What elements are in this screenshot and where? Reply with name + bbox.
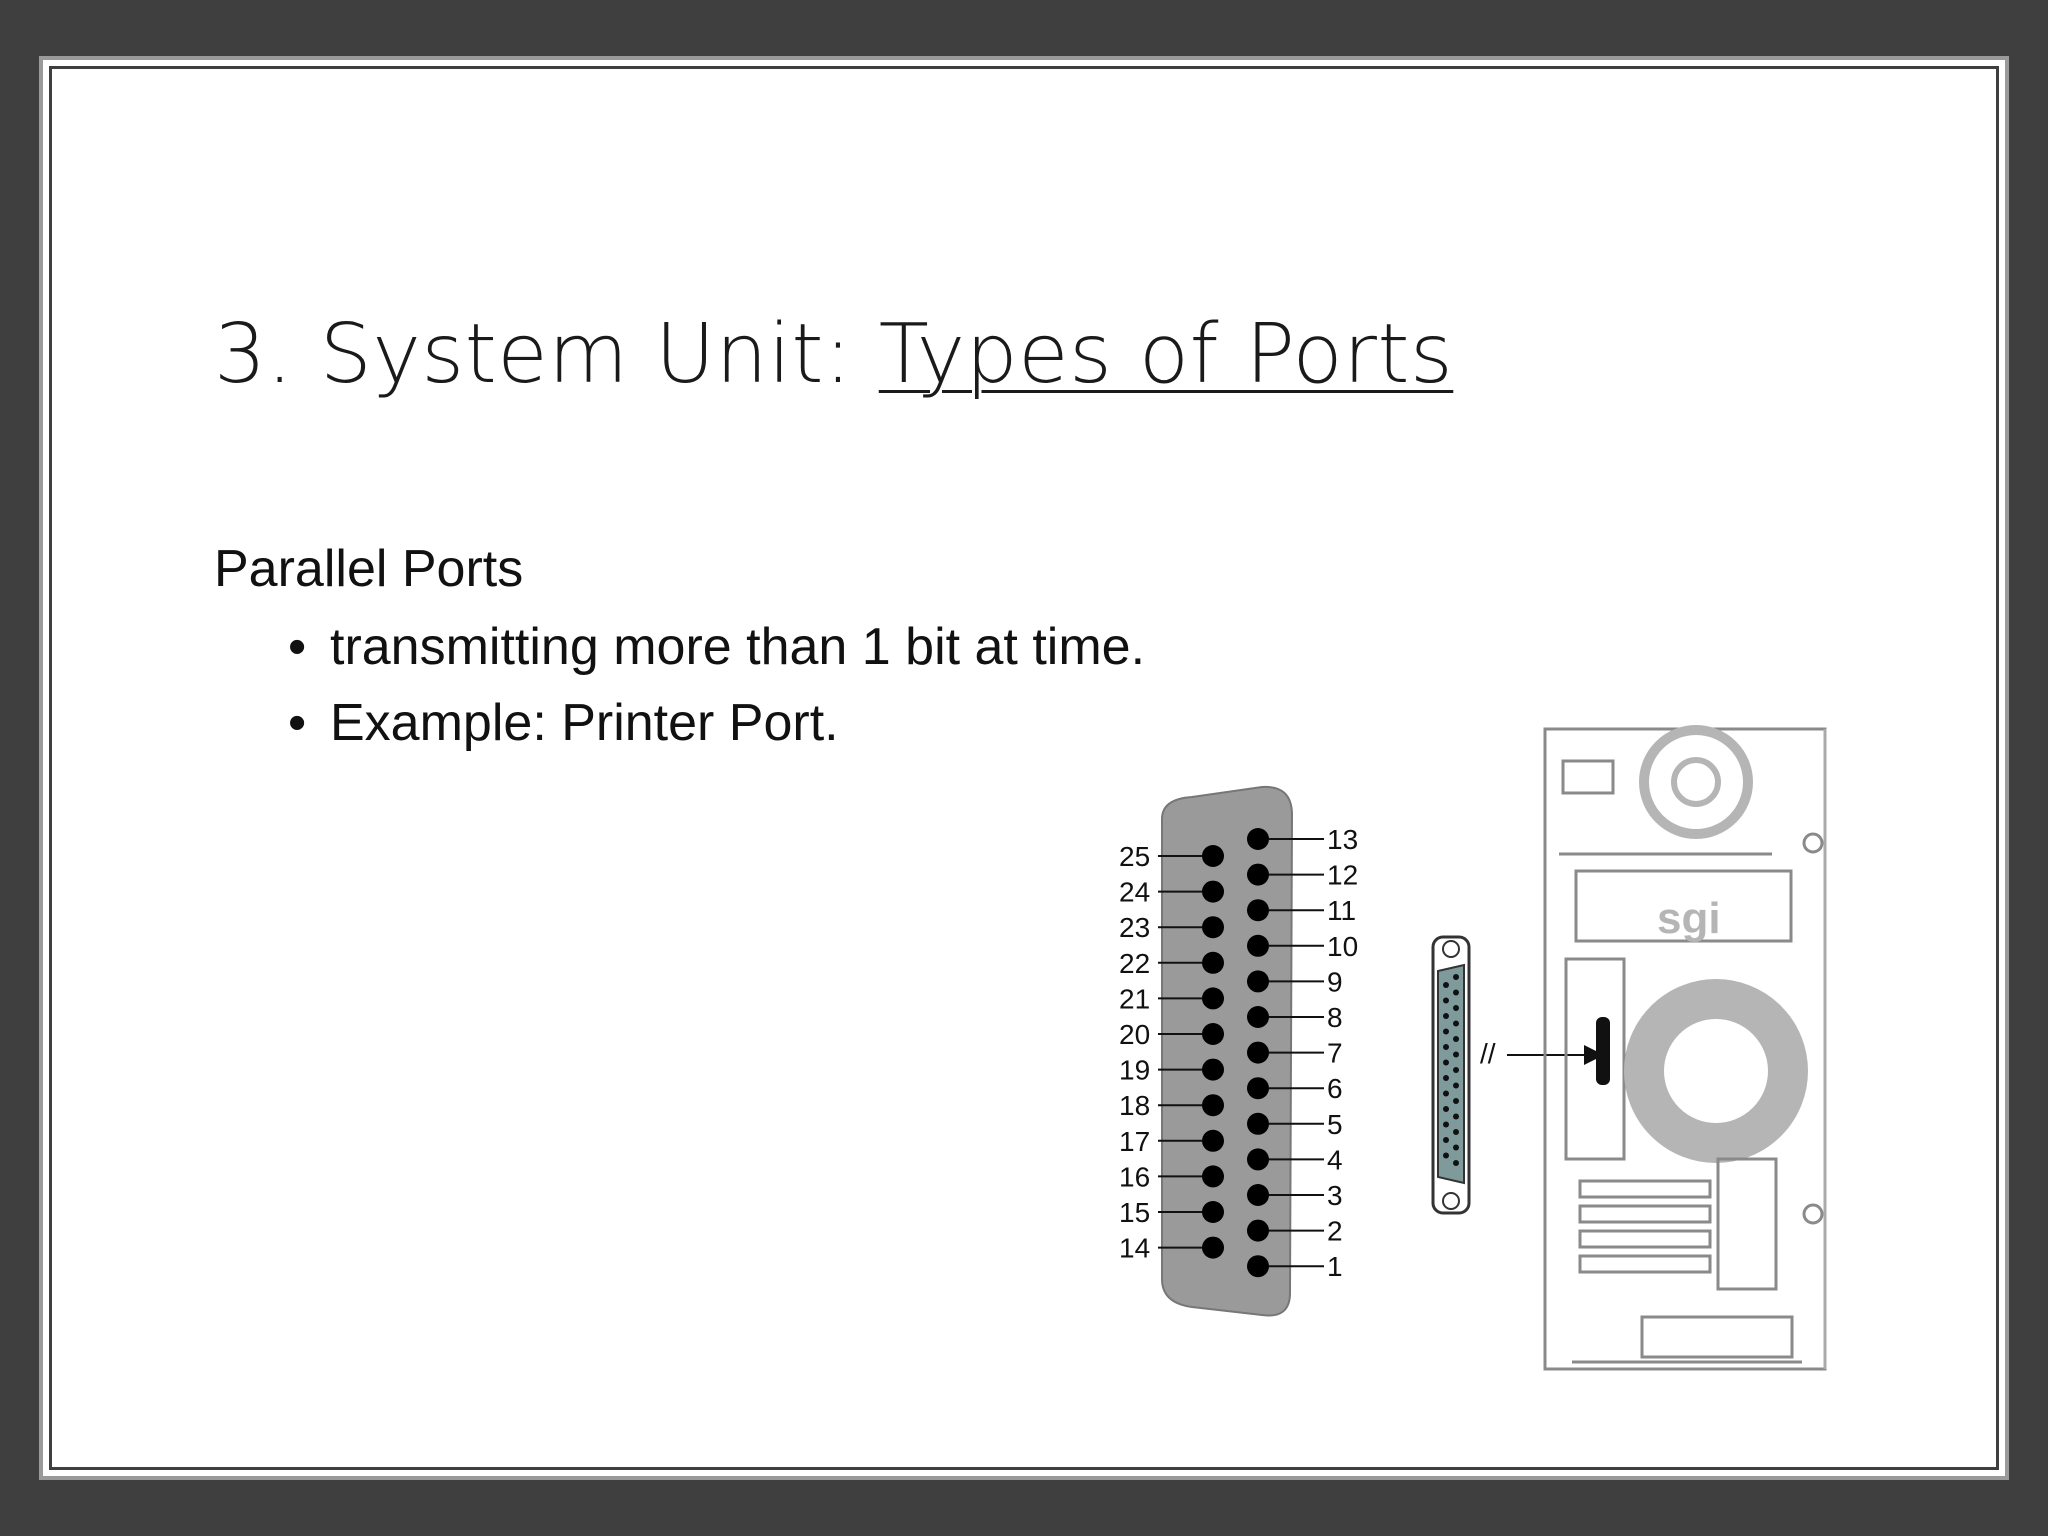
small-pin (1443, 1152, 1449, 1159)
pin-label: 11 (1327, 895, 1356, 926)
pin-14 (1202, 1236, 1224, 1259)
pin-label: 9 (1327, 966, 1343, 997)
pin-label: 2 (1327, 1216, 1343, 1247)
small-pin (1453, 1113, 1459, 1120)
small-connector-icon (1431, 935, 1471, 1215)
small-pin (1443, 997, 1449, 1004)
bullet-list: • transmitting more than 1 bit at time. •… (288, 617, 1145, 769)
pin-label: 13 (1327, 824, 1358, 855)
tower-parallel-port (1596, 1017, 1610, 1085)
pin-16 (1202, 1165, 1224, 1188)
pin-label: 17 (1119, 1126, 1150, 1157)
pin-label: 10 (1327, 931, 1358, 962)
pin-12 (1247, 863, 1269, 886)
bullet-text: transmitting more than 1 bit at time. (330, 618, 1146, 676)
pin-7 (1247, 1041, 1269, 1064)
small-pin (1443, 982, 1449, 988)
pin-17 (1202, 1129, 1224, 1152)
small-pin (1443, 1137, 1449, 1143)
pin-24 (1202, 880, 1224, 903)
title-underlined: Types of Ports (878, 307, 1454, 402)
pin-6 (1247, 1077, 1269, 1100)
small-pin (1453, 1129, 1459, 1135)
pin-20 (1202, 1023, 1224, 1045)
title-prefix: 3. System Unit: (214, 307, 879, 402)
computer-tower-icon (1543, 725, 1827, 1371)
bullet-marker: • (288, 694, 307, 752)
bullet-text: Example: Printer Port. (330, 694, 839, 752)
small-pin (1443, 1028, 1449, 1035)
slide-title: 3. System Unit: Types of Ports (214, 307, 1453, 402)
pin-9 (1247, 970, 1269, 993)
small-pin (1453, 1051, 1459, 1058)
pin-label: 3 (1327, 1180, 1343, 1211)
small-pin (1443, 1106, 1449, 1112)
pin-10 (1247, 934, 1269, 957)
pin-25 (1202, 845, 1224, 867)
pin-3 (1247, 1184, 1269, 1206)
slide-canvas: 3. System Unit: Types of Ports Parallel … (49, 66, 1999, 1470)
parallel-port-diagram: // (1119, 725, 1827, 1371)
pins-top-row (1247, 828, 1269, 1278)
small-pin (1453, 1036, 1459, 1042)
small-pin (1443, 1013, 1449, 1019)
pin-label: 14 (1119, 1233, 1150, 1264)
small-pin (1453, 1098, 1459, 1104)
small-pin (1443, 1044, 1449, 1050)
pin-label: 21 (1119, 983, 1150, 1014)
pin-23 (1202, 916, 1224, 939)
bullet-item: • transmitting more than 1 bit at time. (288, 617, 1145, 693)
cable-break-mark: // (1480, 1038, 1496, 1069)
pin-11 (1247, 899, 1269, 922)
pin-22 (1202, 951, 1224, 974)
small-pin (1453, 1005, 1459, 1011)
bullet-item: • Example: Printer Port. (288, 693, 1145, 769)
pin-label: 7 (1327, 1038, 1343, 1069)
pin-18 (1202, 1094, 1224, 1117)
pin-15 (1202, 1201, 1224, 1223)
pin-label: 16 (1119, 1161, 1150, 1192)
pin-label: 8 (1327, 1002, 1343, 1033)
small-pin (1453, 989, 1459, 996)
tower-brand-label: sgi (1657, 894, 1721, 943)
pin-label: 22 (1119, 948, 1150, 979)
arrow-head-icon (1584, 1045, 1604, 1065)
small-pin (1443, 1121, 1449, 1128)
pin-label: 6 (1327, 1073, 1343, 1104)
pin-13 (1247, 828, 1269, 850)
pin-5 (1247, 1112, 1269, 1135)
pin-label: 25 (1119, 841, 1150, 872)
small-pin (1443, 1075, 1449, 1081)
small-pin (1453, 974, 1459, 980)
pins-bottom-row (1202, 845, 1224, 1259)
pin-4 (1247, 1148, 1269, 1171)
pin-label: 19 (1119, 1055, 1150, 1086)
slide-frame: 3. System Unit: Types of Ports Parallel … (39, 56, 2009, 1480)
pin-8 (1247, 1006, 1269, 1028)
pin-label: 15 (1119, 1197, 1150, 1228)
small-pin (1443, 1059, 1449, 1066)
small-pin (1453, 1144, 1459, 1151)
pin-label: 20 (1119, 1019, 1150, 1050)
pin-label: 5 (1327, 1109, 1343, 1140)
pin-label: 1 (1327, 1251, 1343, 1282)
pin-label: 4 (1327, 1144, 1343, 1175)
small-pin (1453, 1160, 1459, 1166)
pin-1 (1247, 1255, 1269, 1278)
pin-2 (1247, 1219, 1269, 1242)
db25-connector-shell (1161, 785, 1294, 1317)
pin-label: 24 (1119, 877, 1150, 908)
pin-19 (1202, 1058, 1224, 1081)
small-pin (1453, 1067, 1459, 1073)
pin-21 (1202, 987, 1224, 1010)
pin-label: 18 (1119, 1090, 1150, 1121)
pin-label: 23 (1119, 912, 1150, 943)
section-heading: Parallel Ports (214, 540, 524, 598)
small-pin (1453, 1082, 1459, 1089)
small-pin (1443, 1090, 1449, 1097)
small-pin (1453, 1020, 1459, 1027)
pin-label: 12 (1327, 860, 1358, 891)
bullet-marker: • (288, 618, 307, 676)
